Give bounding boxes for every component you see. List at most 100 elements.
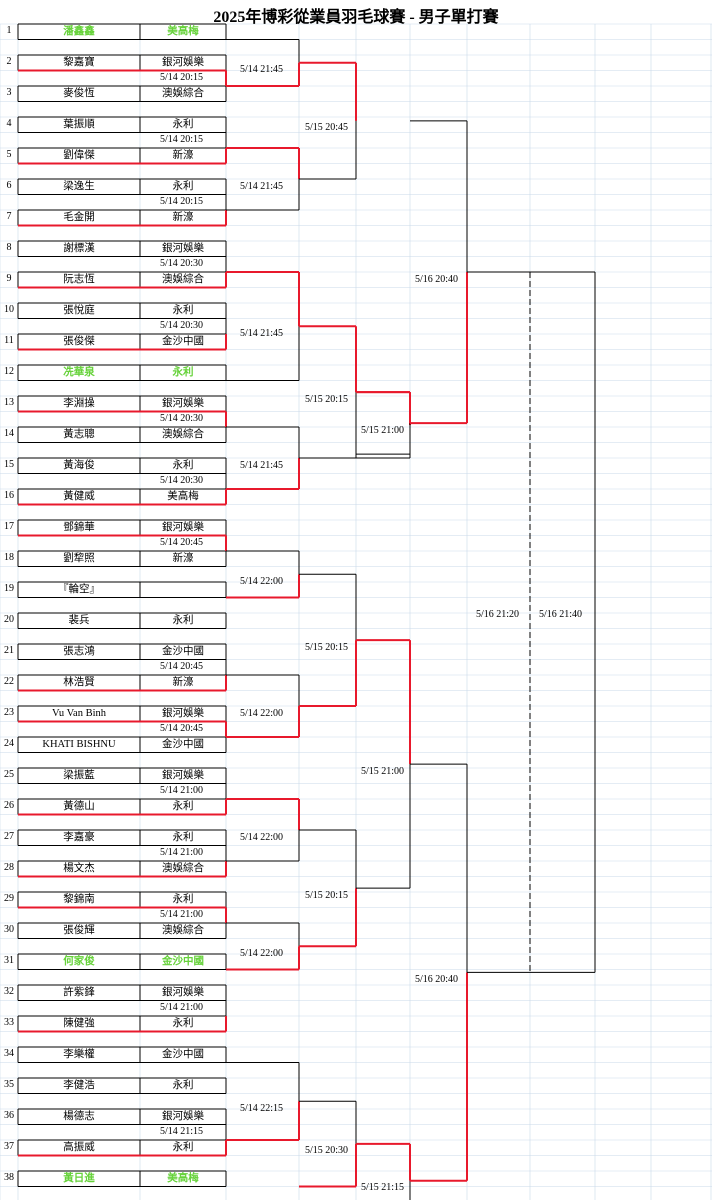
- player-name: 張志鴻: [63, 646, 95, 657]
- seed-number: 7: [6, 211, 12, 222]
- player-team: 永利: [172, 1018, 194, 1029]
- player-team: 永利: [172, 801, 194, 812]
- seed-number: 22: [4, 676, 14, 687]
- seed-number: 6: [6, 180, 12, 191]
- seed-number: 12: [4, 366, 14, 377]
- page-title: 2025年博彩從業員羽毛球賽 - 男子單打賽: [213, 9, 499, 26]
- player-team: 永利: [172, 832, 194, 843]
- player-team: 金沙中國: [162, 956, 204, 967]
- round1-time: 5/14 21:15: [160, 1126, 204, 1137]
- round2-time: 5/14 21:45: [240, 180, 284, 192]
- player-team: 永利: [172, 181, 194, 192]
- round1-time: 5/14 20:15: [160, 196, 204, 207]
- player-team: 美高梅: [167, 1173, 199, 1184]
- seed-number: 24: [4, 738, 14, 749]
- player-team: 澳娛綜合: [162, 274, 204, 285]
- semifinal-time: 5/16 20:40: [415, 973, 459, 985]
- seed-number: 25: [4, 769, 14, 780]
- seed-number: 9: [6, 273, 12, 284]
- player-name: 黎嘉寶: [63, 57, 95, 68]
- player-team: 新濠: [172, 150, 194, 161]
- player-name: 潘鑫鑫: [63, 26, 95, 37]
- player-team: 金沙中國: [162, 739, 204, 750]
- player-team: 銀河娛樂: [162, 57, 204, 68]
- round1-time: 5/14 20:45: [160, 661, 204, 672]
- player-name: 劉犂照: [63, 553, 95, 564]
- player-name: 李樂權: [63, 1049, 95, 1060]
- player-name: KHATI BISHNU: [42, 739, 116, 750]
- player-name: 劉偉傑: [63, 150, 95, 161]
- player-name: 鄧錦華: [63, 522, 95, 533]
- player-name: 林浩賢: [63, 677, 95, 688]
- round4-time: 5/15 21:15: [361, 1182, 405, 1194]
- seed-number: 14: [4, 428, 14, 439]
- seed-number: 36: [4, 1110, 14, 1121]
- seed-number: 29: [4, 893, 14, 904]
- seed-number: 13: [4, 397, 14, 408]
- seed-number: 35: [4, 1079, 14, 1090]
- player-name: 冼華泉: [63, 367, 95, 378]
- player-team: [140, 582, 226, 597]
- player-team: 金沙中國: [162, 336, 204, 347]
- player-team: 澳娛綜合: [162, 925, 204, 936]
- player-name: 楊文杰: [63, 863, 95, 874]
- player-name: 黎錦南: [63, 894, 95, 905]
- round3-time: 5/15 20:15: [305, 393, 349, 405]
- seed-number: 26: [4, 800, 14, 811]
- player-team: 永利: [172, 1142, 194, 1153]
- seed-number: 2: [6, 56, 12, 67]
- round2-time: 5/14 21:45: [240, 327, 284, 339]
- player-name: 梁振藍: [63, 770, 95, 781]
- player-name: 黃日進: [63, 1173, 95, 1184]
- player-team: 永利: [172, 460, 194, 471]
- round2-time: 5/14 22:00: [240, 831, 284, 843]
- player-name: 李嘉豪: [63, 832, 95, 843]
- seed-number: 10: [4, 304, 14, 315]
- seed-number: 20: [4, 614, 14, 625]
- seed-number: 19: [4, 583, 14, 594]
- player-name: 阮志恆: [63, 274, 95, 285]
- player-team: 銀河娛樂: [162, 987, 204, 998]
- player-team: 銀河娛樂: [162, 1111, 204, 1122]
- player-team: 永利: [172, 367, 194, 378]
- player-name: 楊德志: [63, 1111, 95, 1122]
- player-team: 美高梅: [167, 491, 199, 502]
- player-team: 新濠: [172, 212, 194, 223]
- seed-number: 37: [4, 1141, 14, 1152]
- seed-number: 34: [4, 1048, 14, 1059]
- player-name: 黃海俊: [63, 460, 95, 471]
- round2-time: 5/14 21:45: [240, 64, 284, 76]
- player-team: 美高梅: [167, 26, 199, 37]
- seed-number: 27: [4, 831, 14, 842]
- seed-number: 18: [4, 552, 14, 563]
- round1-time: 5/14 20:45: [160, 723, 204, 734]
- player-name: 毛金開: [63, 212, 95, 223]
- player-team: 澳娛綜合: [162, 88, 204, 99]
- semifinal-time: 5/16 20:40: [415, 273, 459, 285]
- seed-number: 17: [4, 521, 14, 532]
- player-team: 新濠: [172, 677, 194, 688]
- player-team: 新濠: [172, 553, 194, 564]
- seed-number: 3: [6, 87, 12, 98]
- round1-time: 5/14 20:15: [160, 134, 204, 145]
- round4-time: 5/15 21:00: [361, 424, 405, 436]
- seed-number: 32: [4, 986, 14, 997]
- player-name: 高振威: [63, 1142, 95, 1153]
- round1-time: 5/14 21:00: [160, 1002, 204, 1013]
- round2-time: 5/14 22:00: [240, 707, 284, 719]
- player-team: 永利: [172, 305, 194, 316]
- seed-number: 4: [6, 118, 12, 129]
- round1-time: 5/14 20:15: [160, 72, 204, 83]
- round4-time: 5/15 21:00: [361, 765, 405, 777]
- player-team: 永利: [172, 615, 194, 626]
- seed-number: 5: [6, 149, 12, 160]
- round2-time: 5/14 22:00: [240, 575, 284, 587]
- round1-time: 5/14 21:00: [160, 909, 204, 920]
- player-name: 裴兵: [68, 615, 90, 626]
- round1-time: 5/14 20:30: [160, 258, 204, 269]
- round3-time: 5/15 20:15: [305, 889, 349, 901]
- player-team: 永利: [172, 894, 194, 905]
- round3-time: 5/15 20:45: [305, 122, 349, 134]
- player-team: 銀河娛樂: [162, 243, 204, 254]
- player-name: 黃德山: [63, 801, 95, 812]
